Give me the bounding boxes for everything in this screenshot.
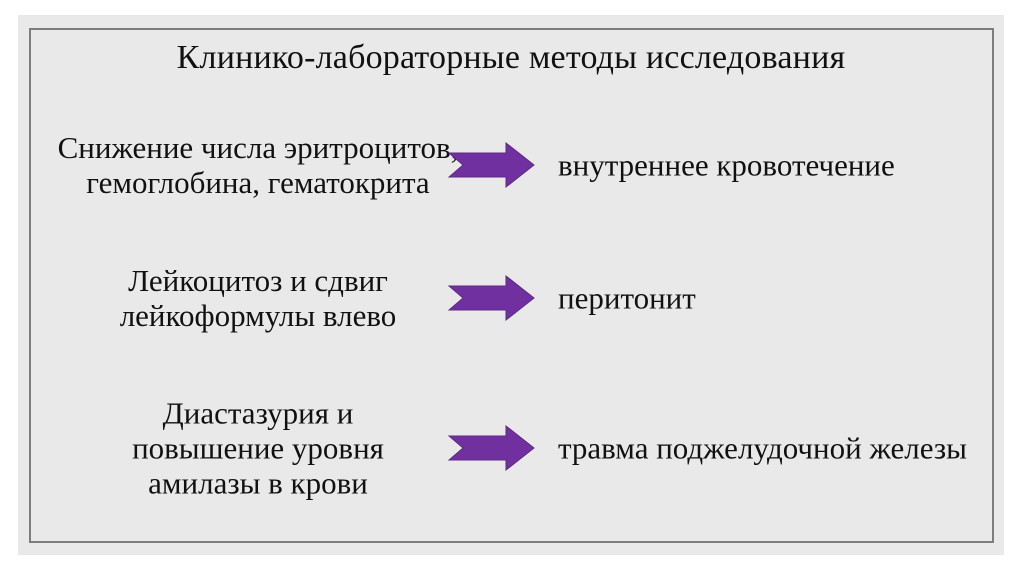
mapping-row-2: Лейкоцитоз и сдвиг лейкоформулы влево пе… [18,260,1004,335]
slide: Клинико-лабораторные методы исследования… [18,15,1004,555]
diagnosis-text-2: перитонит [558,280,696,315]
diagnosis-text-1: внутреннее кровотечение [558,147,895,183]
mapping-row-1: Снижение числа эритроцитов, гемоглобина,… [18,123,1004,207]
right-arrow-icon [448,274,536,322]
slide-title: Клинико-лабораторные методы исследования [176,39,846,76]
right-arrow-icon [448,424,536,472]
mapping-row-3: Диастазурия и повышение уровня амилазы в… [18,390,1004,505]
lab-finding-text-2: Лейкоцитоз и сдвиг лейкоформулы влево [119,262,397,333]
lab-finding-text-3: Диастазурия и повышение уровня амилазы в… [132,395,384,500]
lab-finding-text-1: Снижение числа эритроцитов, гемоглобина,… [57,130,459,200]
diagnosis-text-3: травма поджелудочной железы [558,430,967,465]
right-arrow-icon [448,141,536,189]
